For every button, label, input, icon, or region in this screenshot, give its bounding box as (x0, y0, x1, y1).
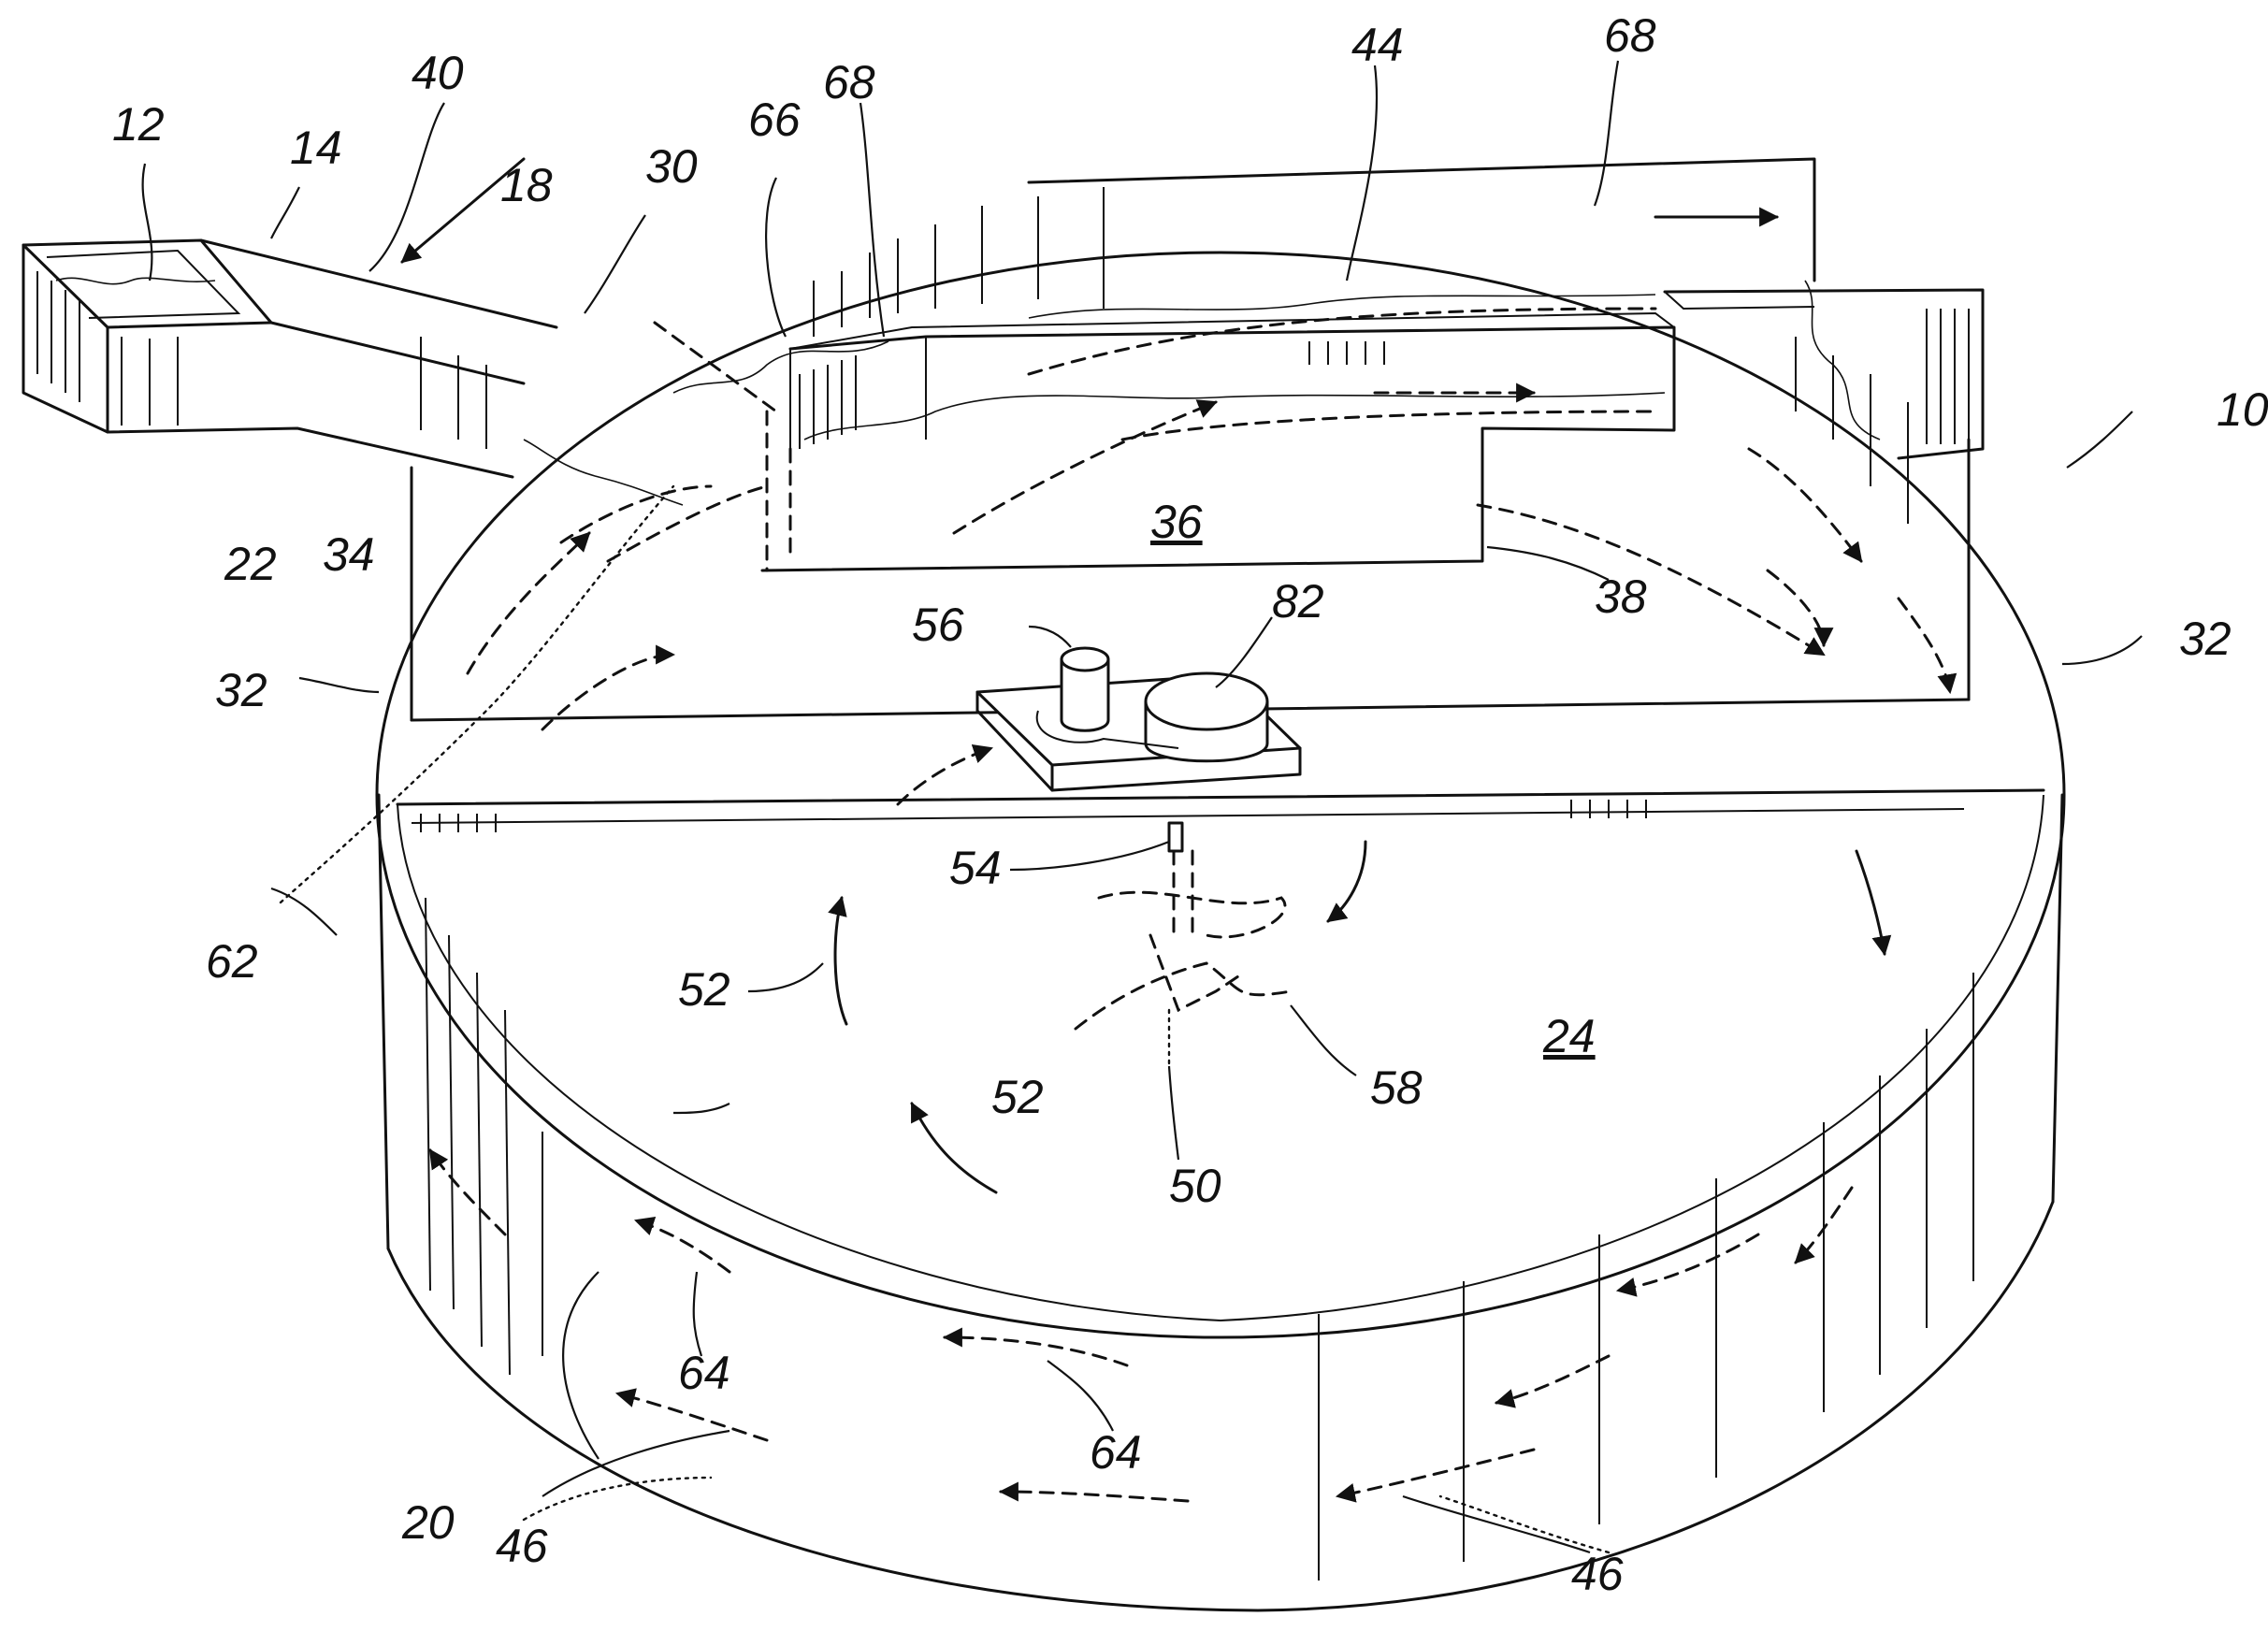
label-30: 30 (645, 140, 698, 193)
label-38: 38 (1595, 570, 1647, 623)
reference-labels: 10 12 14 18 20 22 24 30 32 32 34 36 38 4… (112, 9, 2268, 1600)
label-58: 58 (1370, 1061, 1423, 1114)
label-52-lower: 52 (991, 1071, 1044, 1123)
label-82: 82 (1272, 575, 1324, 628)
label-64-left: 64 (678, 1347, 730, 1399)
label-34: 34 (323, 528, 375, 581)
label-12: 12 (112, 98, 165, 151)
label-68-right: 68 (1604, 9, 1656, 62)
leader-lines (141, 60, 2143, 1554)
label-32-right: 32 (2179, 613, 2232, 665)
label-44: 44 (1351, 19, 1404, 71)
label-32-left: 32 (215, 664, 267, 716)
label-64-right: 64 (1090, 1426, 1142, 1479)
label-50: 50 (1169, 1160, 1221, 1212)
label-62: 62 (206, 935, 258, 988)
label-54: 54 (949, 842, 1002, 894)
label-68-left: 68 (823, 56, 875, 108)
label-10: 10 (2217, 383, 2268, 436)
outlet-channel (1027, 157, 1985, 460)
label-36: 36 (1150, 496, 1203, 548)
label-52-upper: 52 (678, 963, 730, 1016)
label-24: 24 (1542, 1010, 1596, 1062)
impeller (1074, 890, 1293, 1068)
label-40: 40 (412, 47, 464, 99)
inlet-channel (22, 238, 558, 479)
label-18: 18 (500, 159, 553, 211)
label-20: 20 (401, 1496, 455, 1549)
label-66: 66 (748, 94, 801, 146)
flow-arrows (400, 157, 1957, 1503)
label-22: 22 (224, 538, 277, 590)
weir-box (523, 294, 1676, 572)
label-14: 14 (290, 122, 342, 174)
label-46-right: 46 (1571, 1548, 1624, 1600)
label-56: 56 (912, 599, 964, 651)
label-46-left: 46 (496, 1520, 548, 1572)
drive-unit (975, 646, 1302, 937)
tank-wall (375, 187, 2066, 1612)
